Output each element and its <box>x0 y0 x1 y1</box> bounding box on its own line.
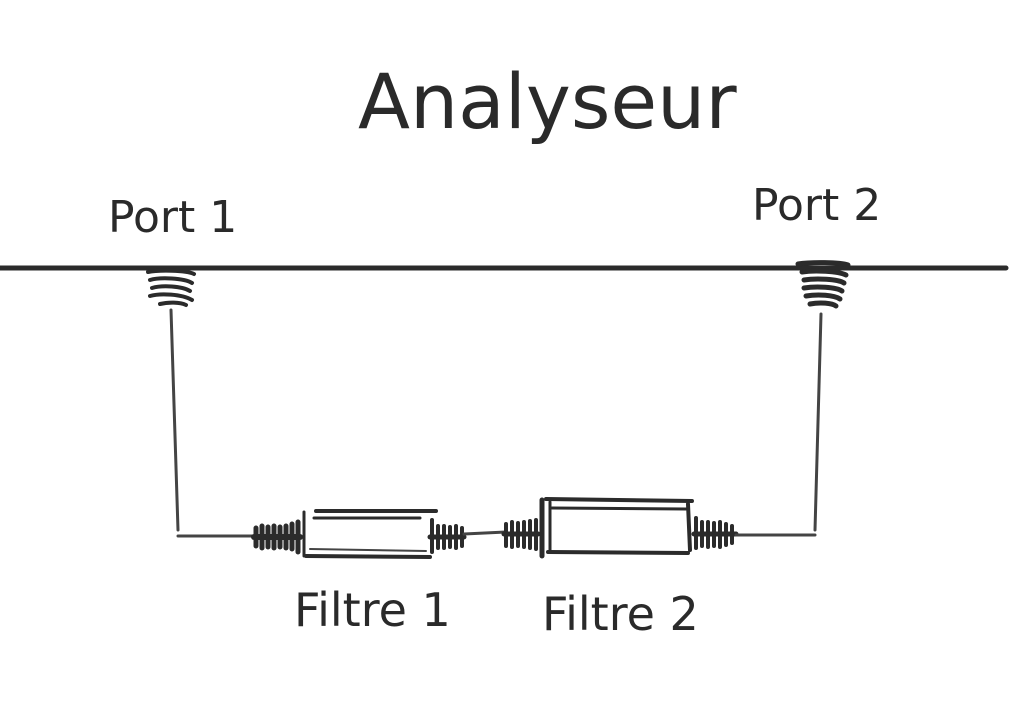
port-2-label: Port 2 <box>752 180 881 231</box>
filter-2-right-connector <box>691 516 739 550</box>
analyzer-title: Analyseur <box>358 57 737 146</box>
filter-1-body <box>302 509 438 559</box>
filter-1-right-connector <box>427 518 467 554</box>
port-1-label: Port 1 <box>108 192 237 243</box>
port-1-connector <box>146 268 196 307</box>
filter-2-label: Filtre 2 <box>542 587 699 641</box>
filter-2-body <box>539 497 694 559</box>
port-2-connector <box>795 260 851 309</box>
cable-port-2-down <box>813 312 823 532</box>
cable-between-filters <box>462 530 508 536</box>
filter-2-left-connector <box>501 518 541 551</box>
filter-1-left-connector <box>251 519 303 555</box>
filter-1-label: Filtre 1 <box>294 583 451 637</box>
cable-port-1-down <box>169 308 180 532</box>
